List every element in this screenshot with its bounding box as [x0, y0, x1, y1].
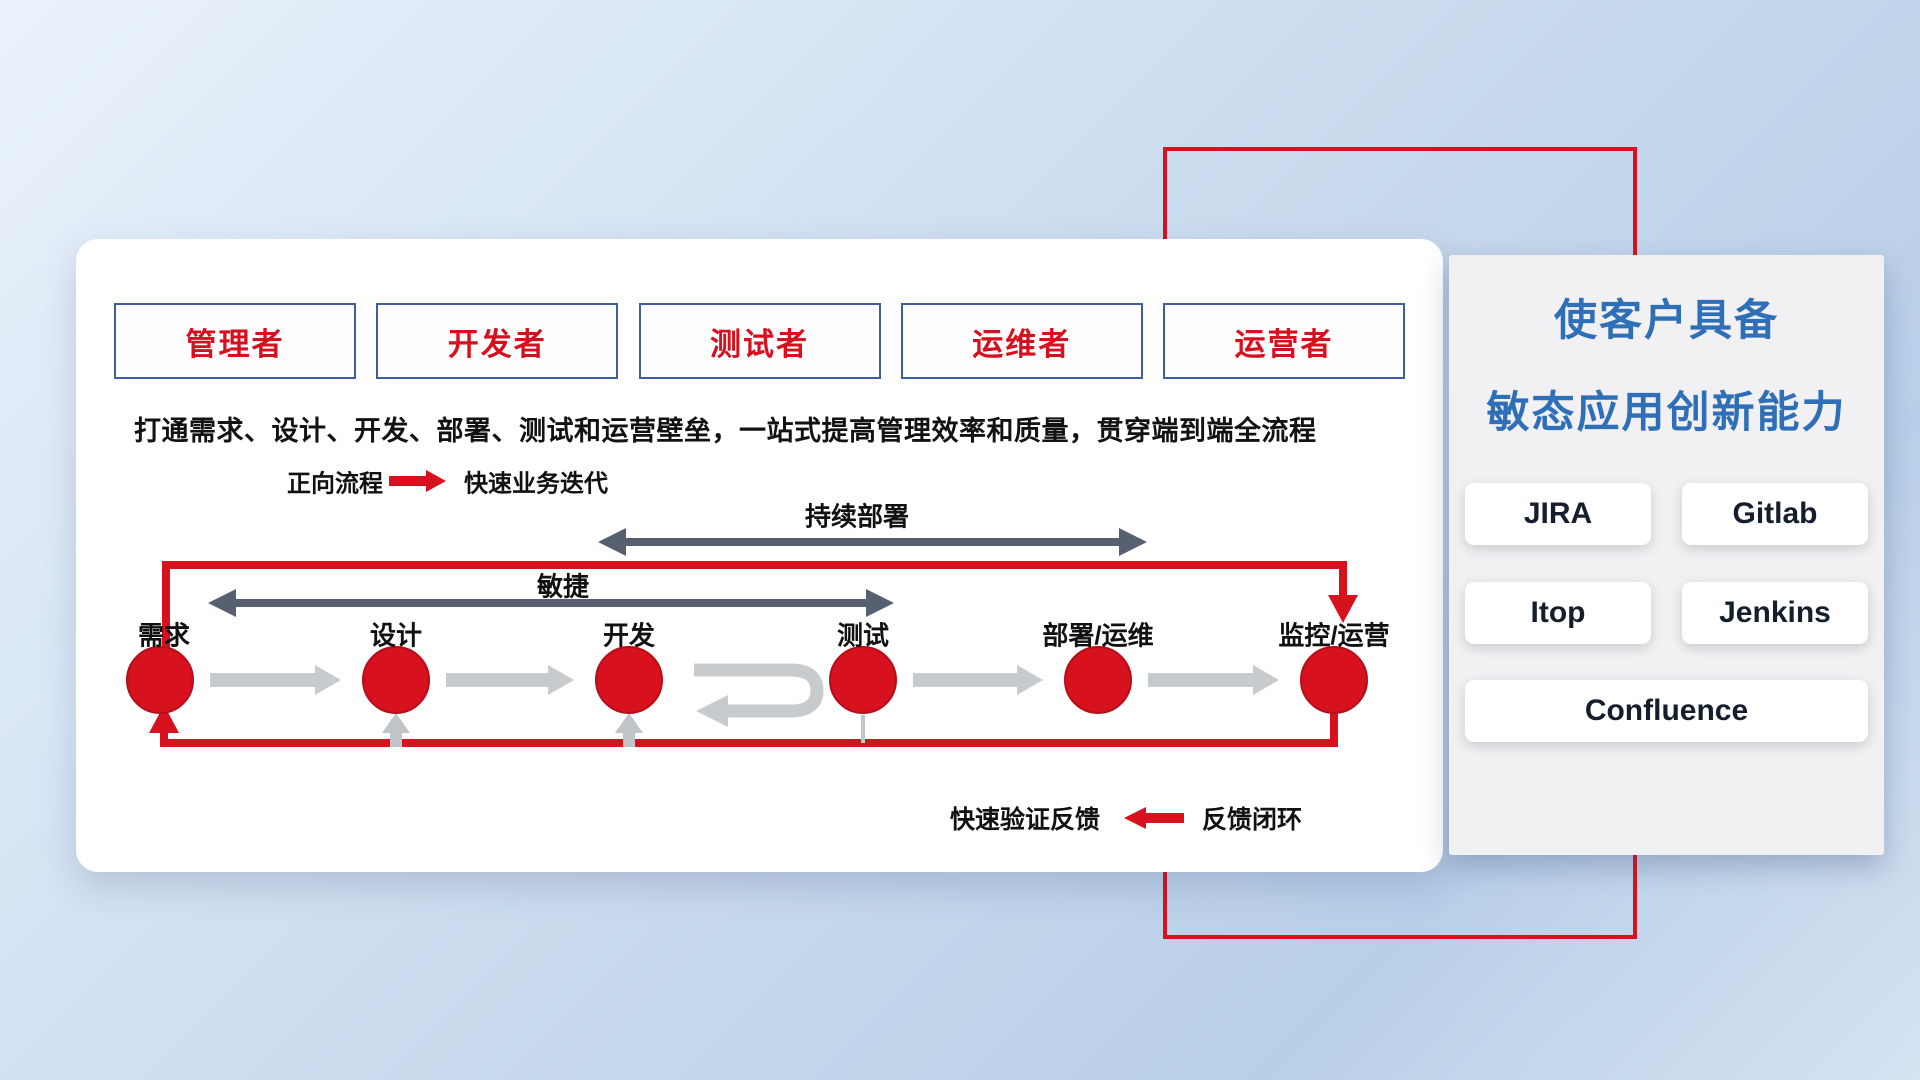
tool-chip-confluence: Confluence [1465, 680, 1868, 742]
subtitle-text: 打通需求、设计、开发、部署、测试和运营壁垒，一站式提高管理效率和质量，贯穿端到端… [134, 416, 1317, 446]
continuous-deploy-arrow [598, 528, 1147, 556]
feedback-loop-label: 反馈闭环 [1201, 806, 1303, 834]
node-label-design: 设计 [369, 620, 423, 651]
flow-node-circles [126, 646, 1368, 714]
tool-chip-jira: JIRA [1465, 483, 1651, 545]
forward-legend-label: 正向流程 [287, 470, 383, 498]
feedback-loop-arrow [149, 705, 1338, 747]
feedback-legend-arrow [1124, 807, 1184, 829]
role-box-manager: 管理者 [114, 303, 356, 379]
feedback-up-arrow-dev [615, 713, 643, 747]
step-arrow-deploy-monitor [1148, 665, 1279, 695]
step-arrow-test-deploy [913, 665, 1043, 695]
role-box-operator: 运营者 [1163, 303, 1405, 379]
agile-label: 敏捷 [536, 571, 590, 602]
tool-chip-itop: Itop [1465, 582, 1651, 644]
continuous-deploy-label: 持续部署 [804, 501, 910, 532]
agile-arrow [208, 589, 894, 617]
node-label-monitor-ops: 监控/运营 [1278, 620, 1390, 651]
role-box-developer: 开发者 [376, 303, 619, 379]
capability-title-line2: 敏态应用创新能力 [1486, 389, 1847, 437]
node-label-deploy-ops: 部署/运维 [1042, 620, 1154, 651]
capability-title: 使客户具备 敏态应用创新能力 [1449, 275, 1884, 459]
forward-legend-arrow [389, 470, 446, 492]
role-box-ops: 运维者 [900, 303, 1143, 379]
node-label-develop: 开发 [602, 620, 656, 651]
iteration-uturn-arrow [694, 663, 824, 727]
feedback-fast-label: 快速验证反馈 [949, 806, 1101, 834]
role-box-tester: 测试者 [638, 303, 881, 379]
tool-chip-jenkins: Jenkins [1682, 582, 1868, 644]
step-arrow-requirement-design [210, 665, 341, 695]
capability-panel: 使客户具备 敏态应用创新能力 JIRA Gitlab Itop Jenkins … [1449, 255, 1884, 855]
devops-flow-panel: 管理者 开发者 测试者 运维者 运营者 打通需求、设计、开发、部署、测试和运营壁… [76, 239, 1443, 872]
node-label-requirement: 需求 [137, 620, 191, 651]
forward-legend-desc: 快速业务迭代 [464, 470, 608, 498]
forward-loop-arrow [162, 561, 1358, 651]
tool-chip-gitlab: Gitlab [1682, 483, 1868, 545]
node-label-test: 测试 [836, 620, 890, 651]
step-arrow-design-dev [446, 665, 574, 695]
feedback-up-arrow-design [382, 713, 410, 747]
flow-diagram [126, 470, 1368, 829]
roles-row: 管理者 开发者 测试者 运维者 运营者 [114, 303, 1405, 379]
capability-title-line1: 使客户具备 [1554, 297, 1779, 345]
